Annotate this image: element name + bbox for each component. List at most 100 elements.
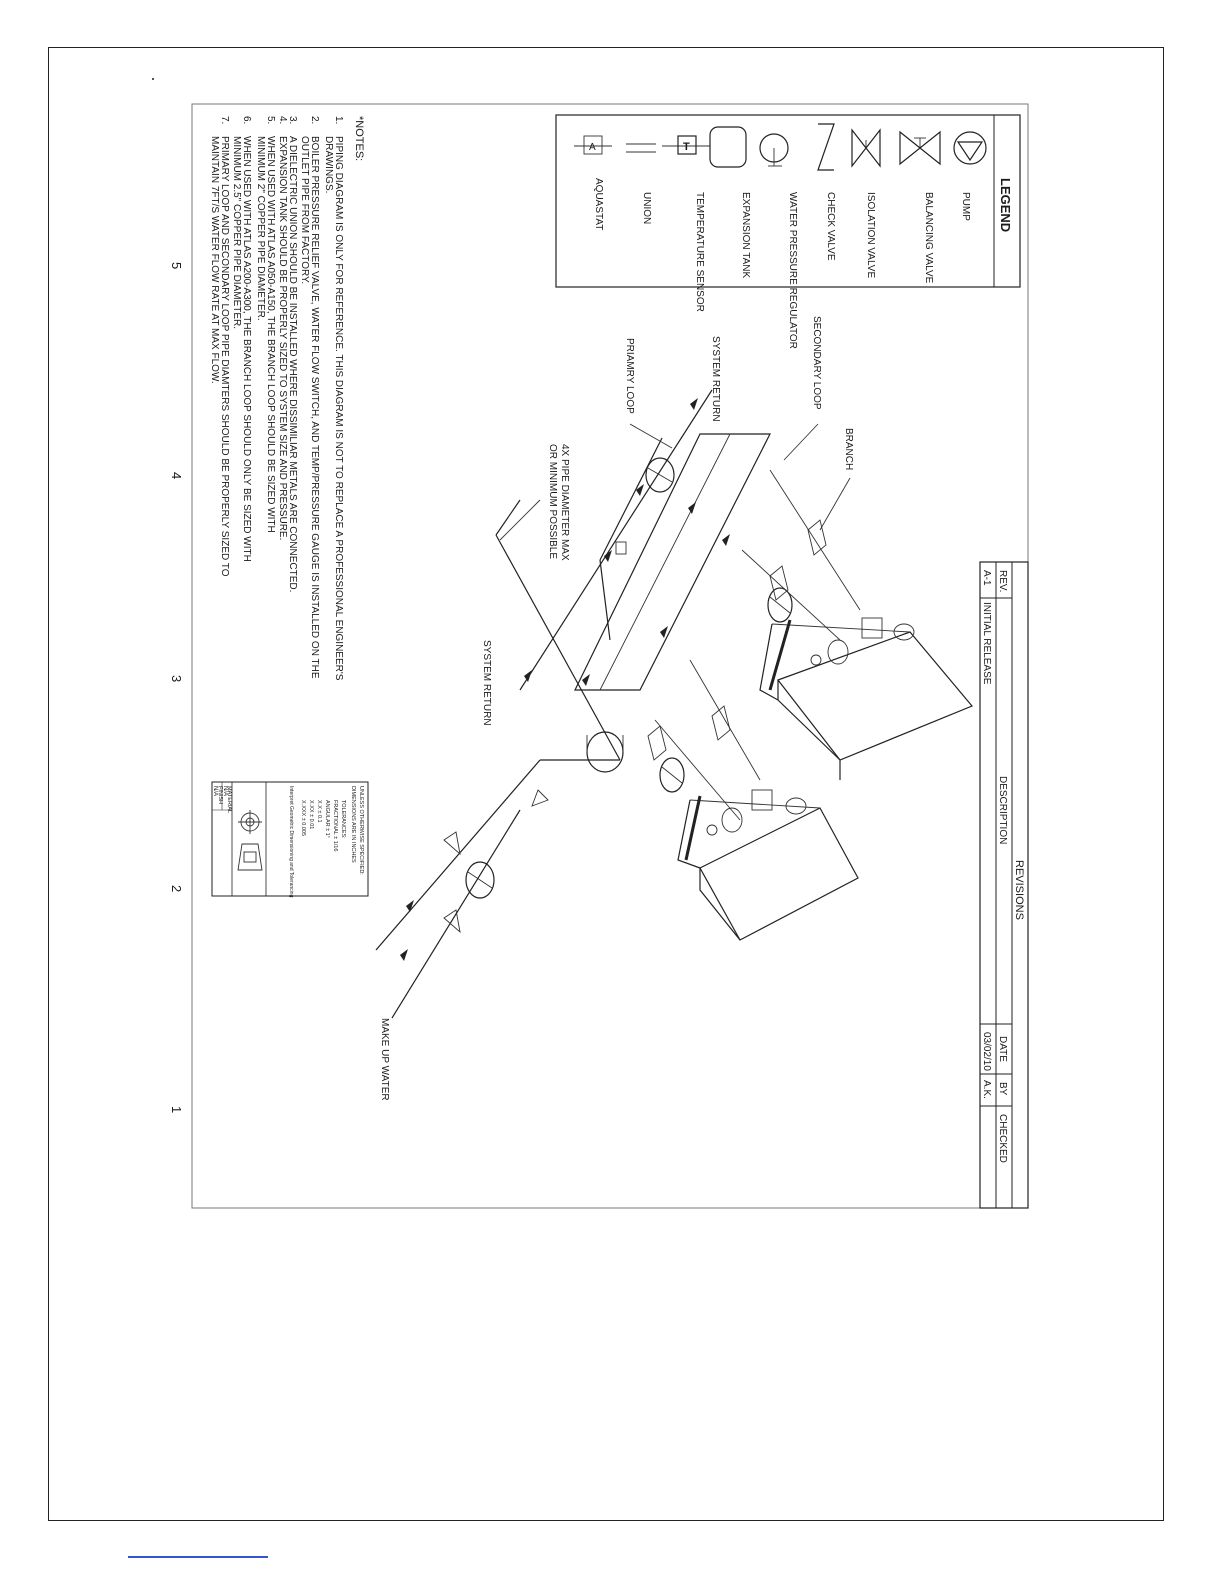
note-number: 2. bbox=[309, 116, 320, 124]
zone-numbers: 5 4 3 2 1 bbox=[169, 262, 184, 1113]
zone-number: 1 bbox=[169, 1106, 184, 1113]
note-text: PRIMARY LOOP AND SECONDARY LOOP PIPE DIA… bbox=[219, 136, 230, 577]
title-block-frame bbox=[211, 781, 369, 897]
material-value: N/A bbox=[222, 786, 228, 796]
callout-system-return-bottom: SYSTEM RETURN bbox=[481, 640, 492, 726]
zone-number: 5 bbox=[169, 262, 184, 269]
note-number: 4. bbox=[277, 116, 288, 124]
temperature-sensor-icon: T bbox=[662, 135, 710, 155]
page-border bbox=[48, 47, 1164, 1521]
zone-number: 4 bbox=[169, 472, 184, 479]
revisions-header-description: DESCRIPTION bbox=[997, 776, 1008, 844]
expansion-tank-icon bbox=[709, 126, 747, 168]
revision-description: INITIAL RELEASE bbox=[981, 602, 992, 685]
isolation-valve-icon bbox=[851, 128, 881, 168]
legend-label-isolation: ISOLATION VALVE bbox=[865, 192, 876, 278]
legend-label-union: UNION bbox=[641, 192, 652, 224]
note-number: 3. bbox=[287, 116, 298, 124]
note-number: 7. bbox=[219, 116, 230, 124]
flow-arrows bbox=[400, 398, 730, 961]
union-icon bbox=[626, 143, 656, 153]
primary-loop bbox=[495, 389, 713, 761]
check-valve-icon bbox=[817, 123, 835, 171]
note-text: WHEN USED WITH ATLAS A050-A150, THE BRAN… bbox=[265, 136, 276, 533]
note-text: WHEN USED WITH ATLAS A200-A300, THE BRAN… bbox=[241, 136, 252, 562]
title-block: UNLESS OTHERWISE SPECIFIED: DIMENSIONS A… bbox=[211, 781, 369, 898]
callout-primary-loop: PRIAMRY LOOP bbox=[624, 338, 635, 414]
aquastat-icon bbox=[615, 541, 627, 555]
finish-value: N/A bbox=[212, 786, 218, 796]
expansion-tank-icon bbox=[586, 731, 624, 773]
aquastat-symbol: A bbox=[589, 142, 596, 153]
note-text: MINIMUM 2.5" COPPER PIPE DIAMETER. bbox=[231, 136, 242, 329]
revision-by: A.K. bbox=[981, 1080, 992, 1099]
title-block-line: ANGULAR ± 1° bbox=[324, 800, 330, 838]
legend-title: LEGEND bbox=[998, 178, 1013, 232]
title-block-line: Interpret Geometric Dimensioning and Tol… bbox=[288, 786, 294, 898]
callout-system-return-top: SYSTEM RETURN bbox=[710, 336, 721, 422]
zone-number: 2 bbox=[169, 885, 184, 892]
legend-label-check: CHECK VALVE bbox=[825, 192, 836, 261]
legend-label-expansion: EXPANSION TANK bbox=[740, 192, 751, 278]
callout-pipe-diameter-1: 4X PIPE DIAMETER MAX bbox=[559, 444, 570, 561]
title-block-line: X.XXX ± 0.005 bbox=[300, 800, 306, 836]
secondary-loop bbox=[574, 433, 771, 691]
branch-loop-upper bbox=[741, 469, 861, 641]
page-mark bbox=[152, 78, 154, 80]
pump-icon bbox=[659, 757, 685, 793]
note-number: 6. bbox=[241, 116, 252, 124]
legend-label-regulator: WATER PRESSURE REGULATOR bbox=[787, 192, 798, 349]
note-text: PIPING DIAGRAM IS ONLY FOR REFERENCE. TH… bbox=[333, 136, 344, 681]
revision-rev: A-1 bbox=[981, 570, 992, 586]
boiler-unit bbox=[677, 789, 859, 941]
title-block-line: UNLESS OTHERWISE SPECIFIED: bbox=[358, 786, 364, 875]
note-text: MAINTAIN 7FT/S WATER FLOW RATE AT MAX FL… bbox=[209, 136, 220, 384]
revisions-header-by: BY bbox=[997, 1082, 1008, 1096]
legend-label-temp-sensor: TEMPERATURE SENSOR bbox=[694, 192, 705, 312]
revisions-title: REVISIONS bbox=[1013, 860, 1025, 920]
material-label: MATERIAL bbox=[226, 786, 232, 813]
title-block-line: TOLERANCES: bbox=[340, 800, 346, 839]
balancing-valve-icon bbox=[899, 130, 941, 166]
revisions-header-date: DATE bbox=[997, 1036, 1008, 1062]
note-text: EXPANSION TANK SHOULD BE PROPERLY SIZED … bbox=[277, 136, 288, 540]
title-block-line: X.XX ± 0.01 bbox=[308, 800, 314, 829]
temperature-sensor-symbol: T bbox=[683, 141, 690, 153]
title-block-line: DIMENSIONS ARE IN INCHES bbox=[350, 786, 356, 863]
pump-icon bbox=[465, 861, 495, 899]
legend-box bbox=[555, 114, 1021, 288]
note-text: MINIMUM 2" COPPER PIPE DIAMETER. bbox=[255, 136, 266, 321]
note-number: 5. bbox=[265, 116, 276, 124]
projection-symbol-icon bbox=[237, 810, 263, 871]
note-text: A DIELECTRIC UNION SHOULD BE INSTALLED W… bbox=[287, 136, 298, 592]
note-text: OUTLET PIPE FROM FACTORY. bbox=[299, 136, 310, 284]
notes-heading: *NOTES: bbox=[353, 116, 365, 161]
callout-secondary-loop: SECONDARY LOOP bbox=[811, 316, 822, 410]
callout-branch: BRANCH bbox=[843, 428, 854, 470]
branch-loop-lower bbox=[647, 659, 761, 821]
finish-label: FINISH bbox=[217, 786, 223, 804]
note-text: BOILER PRESSURE RELIEF VALVE, WATER FLOW… bbox=[309, 136, 320, 679]
boiler-unit bbox=[759, 617, 973, 780]
water-pressure-regulator-icon bbox=[759, 133, 789, 167]
legend-label-balancing: BALANCING VALVE bbox=[923, 192, 934, 284]
callout-pipe-diameter-2: OR MINIMUM POSSIBLE bbox=[547, 444, 558, 559]
legend-label-aquastat: AQUASTAT bbox=[593, 178, 604, 230]
note-number: 1. bbox=[333, 116, 344, 124]
pump-icon bbox=[767, 587, 793, 623]
legend: LEGEND PUMP BALANCING VALVE ISOLATION VA… bbox=[555, 114, 1021, 349]
legend-label-pump: PUMP bbox=[960, 192, 971, 221]
note-text: DRAWINGS. bbox=[323, 136, 334, 193]
make-up-water-line bbox=[375, 759, 549, 1019]
revisions-frame bbox=[979, 561, 1029, 1209]
footer-rule bbox=[128, 1556, 268, 1558]
pump-icon bbox=[645, 457, 675, 493]
revision-date: 03/02/10 bbox=[981, 1032, 992, 1071]
revisions-header-checked: CHECKED bbox=[997, 1114, 1008, 1163]
revisions-header-rev: REV. bbox=[997, 570, 1008, 592]
revisions-table: REVISIONS REV. DESCRIPTION DATE BY CHECK… bbox=[979, 561, 1029, 1209]
title-block-line: FRACTIONAL ± 1/16 bbox=[332, 800, 338, 851]
notes: *NOTES: 1. PIPING DIAGRAM IS ONLY FOR RE… bbox=[209, 116, 365, 681]
